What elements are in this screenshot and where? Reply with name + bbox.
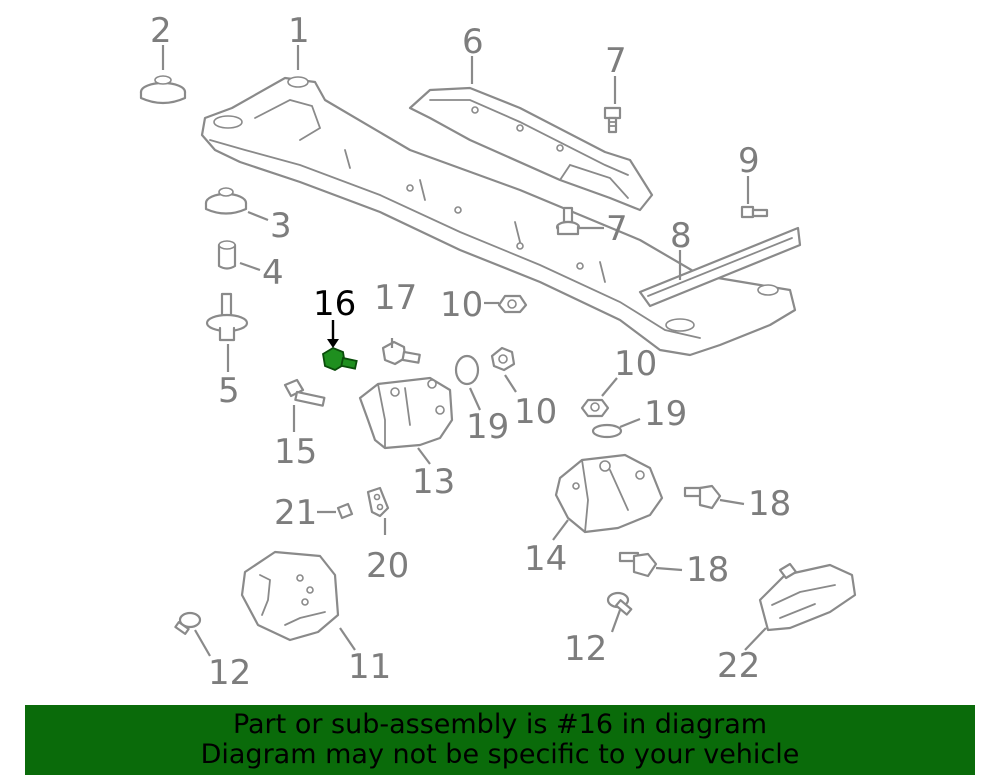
bolt-part-15[interactable] [283, 378, 326, 407]
callout-15: 15 [274, 432, 317, 472]
cover-part-22[interactable] [758, 562, 857, 632]
callout-10-b: 10 [514, 392, 557, 432]
o-ring-part-19-b[interactable] [591, 423, 623, 439]
bolt-part-16-highlighted[interactable] [322, 346, 358, 372]
callout-9: 9 [738, 141, 760, 181]
callout-19-b: 19 [644, 394, 687, 434]
mount-insulator-part-11[interactable] [240, 550, 340, 642]
bolt-part-12-left[interactable] [174, 611, 202, 635]
bracket-part-6[interactable] [408, 86, 654, 212]
callout-13: 13 [412, 462, 455, 502]
callout-22: 22 [717, 646, 760, 686]
callout-2: 2 [150, 11, 172, 51]
nut-part-10-b[interactable] [490, 346, 516, 372]
bolt-part-18-lower[interactable] [618, 551, 658, 578]
callout-14: 14 [524, 539, 567, 579]
callout-8: 8 [670, 216, 692, 256]
callout-5: 5 [218, 371, 240, 411]
info-banner: Part or sub-assembly is #16 in diagram D… [25, 705, 975, 775]
clip-part-20[interactable] [366, 486, 390, 518]
nut-part-10-a[interactable] [497, 294, 528, 314]
bracket-part-13[interactable] [358, 376, 454, 450]
callout-19-a: 19 [466, 407, 509, 447]
sleeve-part-4[interactable] [217, 240, 237, 270]
callout-4: 4 [262, 253, 284, 293]
bolt-part-7-lower[interactable] [555, 206, 581, 236]
crossmember-part-1[interactable] [200, 76, 797, 357]
bolt-part-7-upper[interactable] [603, 106, 622, 134]
parts-diagram: 2 1 6 7 9 3 7 8 4 16 17 10 10 5 10 19 19… [139, 11, 857, 693]
bracket-part-14[interactable] [554, 453, 664, 534]
callout-18-lower: 18 [686, 550, 729, 590]
callout-17: 17 [374, 278, 417, 318]
bolt-part-18-upper[interactable] [683, 484, 722, 510]
bushing-part-3[interactable] [204, 187, 248, 215]
callout-20: 20 [366, 546, 409, 586]
callout-11: 11 [348, 647, 391, 687]
bolt-part-9[interactable] [740, 205, 769, 219]
banner-line-1: Part or sub-assembly is #16 in diagram [232, 709, 768, 740]
callout-18-upper: 18 [748, 484, 791, 524]
callout-7-upper: 7 [605, 41, 627, 81]
callout-16: 16 [313, 284, 356, 324]
bolt-part-12-right[interactable] [606, 591, 633, 616]
clip-part-21[interactable] [336, 502, 354, 520]
callout-12-left: 12 [208, 653, 251, 693]
banner-line-2: Diagram may not be specific to your vehi… [200, 739, 800, 770]
bushing-part-2[interactable] [139, 75, 187, 105]
callout-10-c: 10 [614, 344, 657, 384]
o-ring-part-19-a[interactable] [454, 354, 480, 386]
callout-7-lower: 7 [606, 209, 628, 249]
bolt-part-17[interactable] [381, 340, 421, 366]
callout-21: 21 [274, 493, 317, 533]
callout-3: 3 [270, 206, 292, 246]
stud-bolt-part-5[interactable] [205, 292, 249, 342]
leader-lines [161, 45, 767, 657]
callout-10-a: 10 [440, 285, 483, 325]
shield-part-8[interactable] [638, 226, 802, 308]
nut-part-10-c[interactable] [580, 398, 610, 418]
callout-12-right: 12 [564, 629, 607, 669]
callout-1: 1 [288, 11, 310, 51]
callout-6: 6 [462, 22, 484, 62]
